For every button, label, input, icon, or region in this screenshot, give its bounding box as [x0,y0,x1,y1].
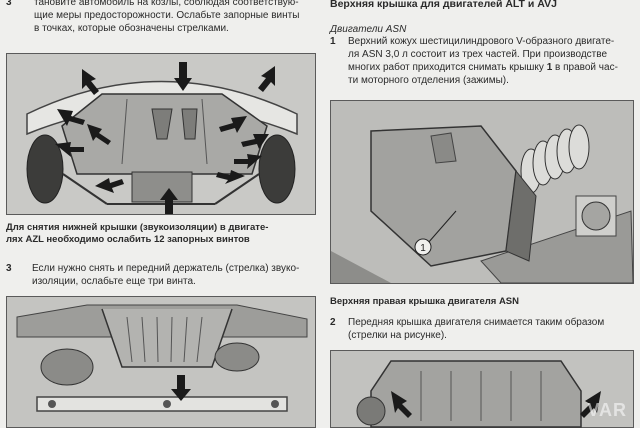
step-3-line-1: Если нужно снять и передний держатель (с… [32,263,300,274]
step-1-part-ref: 1 [546,62,553,73]
front-holder-illustration [7,297,315,427]
section-header: Верхняя крышка для двигателей ALT и AVJ [330,0,557,10]
callout-number-1: 1 [420,243,426,254]
intro-line-2: щие меры предосторожности. Ослабьте запо… [34,10,300,21]
step-1-line-3: многих работ приходится снимать крышку 1… [348,62,618,73]
figure-front-holder [6,296,316,428]
left-column: 3 тановите автомобиль на козлы, соблюдая… [4,0,320,428]
intro-line-3: в точках, которые обозначены стрелками. [34,23,229,34]
step-2-line-2: (стрелки на рисунке). [348,330,447,341]
figure-underbody-caption: Для снятия нижней крышки (звукоизоляции)… [6,222,320,246]
intro-step-number: 3 [6,0,12,8]
step-1-line-4: ти моторного отделения (зажимы). [348,75,509,86]
front-cover-illustration [331,351,633,428]
step-3-number: 3 [6,263,12,274]
right-column: Верхняя крышка для двигателей ALT и AVJ … [330,0,636,428]
intro-line-1: тановите автомобиль на козлы, соблюдая с… [34,0,299,8]
step-1-line-2: ля ASN 3,0 л состоит из трех частей. При… [348,49,608,60]
caption-line-2: лях AZL необходимо ослабить 12 запорных … [6,234,250,245]
caption-line-1: Для снятия нижней крышки (звукоизоляции)… [6,222,269,233]
figure-asn-caption: Верхняя правая крышка двигателя ASN [330,296,520,307]
figure-front-cover: VAR [330,350,634,428]
intro-text: 3 тановите автомобиль на козлы, соблюдая… [6,0,320,35]
step-2-line-1: Передняя крышка двигателя снимается таки… [348,317,605,328]
figure-underbody-cover [6,53,316,215]
step-3-text: 3 Если нужно снять и передний держатель (… [6,262,320,288]
step-1-line-1: Верхний кожух шестицилиндрового V-образн… [348,36,615,47]
step-3-line-2: изоляции, ослабьте еще три винта. [32,276,196,287]
holder-arrow [171,375,191,401]
step-2-number: 2 [330,317,336,328]
step-1-number: 1 [330,36,336,47]
asn-section: Двигатели ASN 1 Верхний кожух шестицилинд… [330,24,636,87]
figure-asn-cover: 1 [330,100,634,284]
watermark-logo: VAR [587,400,627,420]
underbody-illustration [7,54,315,214]
step-2-text: 2 Передняя крышка двигателя снимается так… [330,316,636,342]
asn-cover-illustration: 1 [331,101,634,284]
asn-subhead: Двигатели ASN [330,24,407,35]
